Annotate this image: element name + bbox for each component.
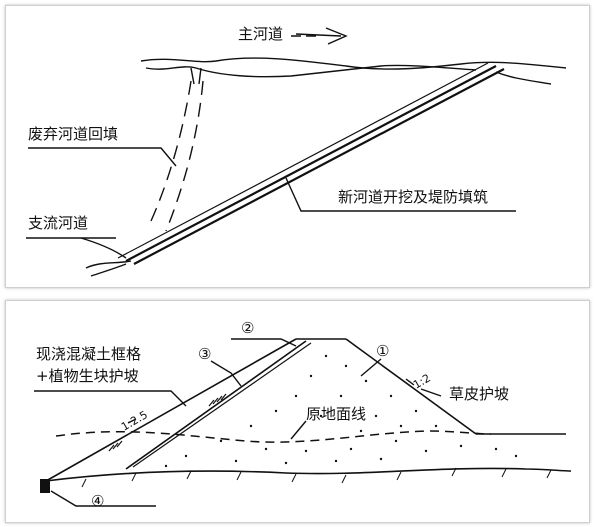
- left-slope-ratio-mark: [127, 418, 137, 424]
- top-diagram-panel: 主河道 废弃河道回填 支流河道 新河道开挖及堤防填筑: [5, 5, 590, 288]
- flow-arrow: [295, 27, 348, 45]
- new-channel-bank-2: [133, 68, 505, 265]
- tributary-bank-bottom: [90, 263, 127, 277]
- levee-inner-slope-2: [132, 342, 312, 468]
- main-river-upper-bank: [140, 57, 567, 70]
- levee-cross-section: 现浇混凝土框格 +植物生块护坡 ② ③ ① 原地面线 草皮护坡 ④ 1:2.5 …: [34, 319, 572, 510]
- leader-ground: [290, 420, 307, 440]
- left-slope-ratio: 1:2.5: [119, 408, 150, 433]
- tributary-bank-upper: [80, 237, 127, 259]
- ground-line-label: 原地面线: [306, 405, 366, 423]
- new-channel-bank-1: [125, 65, 497, 262]
- old-river-mouth: [190, 67, 202, 85]
- leader-new-channel: [285, 177, 516, 212]
- main-river-label: 主河道: [238, 25, 283, 43]
- ground-surface: [45, 467, 572, 482]
- turf-slope-label: 草皮护坡: [449, 385, 509, 403]
- leader-turf: [420, 388, 442, 397]
- new-channel-bank-3: [117, 62, 489, 259]
- toe-block: [40, 479, 50, 493]
- river-diversion-diagram: 主河道 废弃河道回填 支流河道 新河道开挖及堤防填筑: [26, 25, 567, 277]
- levee-left-slope: [45, 338, 297, 482]
- marker-1-label: ①: [376, 342, 389, 360]
- marker-3-label: ③: [198, 345, 211, 363]
- marker-2-label: ②: [241, 319, 254, 337]
- leader-marker-4: [50, 490, 156, 507]
- tributary-bank-lower: [85, 260, 132, 269]
- main-river-lower-bank: [145, 64, 477, 78]
- right-slope-ratio-mark: [405, 378, 415, 386]
- levee-inner-slope: [125, 340, 307, 470]
- concrete-label-line1: 现浇混凝土框格: [36, 345, 141, 363]
- original-ground-line: [55, 430, 492, 443]
- abandoned-river-left-bank: [150, 80, 192, 222]
- bottom-diagram-panel: 现浇混凝土框格 +植物生块护坡 ② ③ ① 原地面线 草皮护坡 ④ 1:2.5 …: [5, 300, 590, 523]
- concrete-frame-hatch: [108, 393, 227, 452]
- leader-abandoned: [28, 147, 177, 167]
- leader-marker-1: [360, 358, 382, 377]
- marker-4-label: ④: [91, 492, 104, 510]
- main-river-right-bank: [495, 71, 552, 85]
- abandoned-fill-label: 废弃河道回填: [28, 125, 118, 143]
- leader-concrete: [34, 390, 187, 407]
- concrete-label-line2: +植物生块护坡: [36, 367, 139, 385]
- new-channel-label: 新河道开挖及堤防填筑: [338, 188, 488, 206]
- abandoned-river-right-bank: [165, 80, 204, 232]
- levee-right-slope: [345, 338, 477, 435]
- leader-marker-3: [210, 360, 242, 387]
- leader-marker-2: [231, 338, 297, 347]
- tributary-label: 支流河道: [28, 214, 88, 232]
- fill-dots: [164, 354, 518, 468]
- ground-ticks: [81, 467, 552, 488]
